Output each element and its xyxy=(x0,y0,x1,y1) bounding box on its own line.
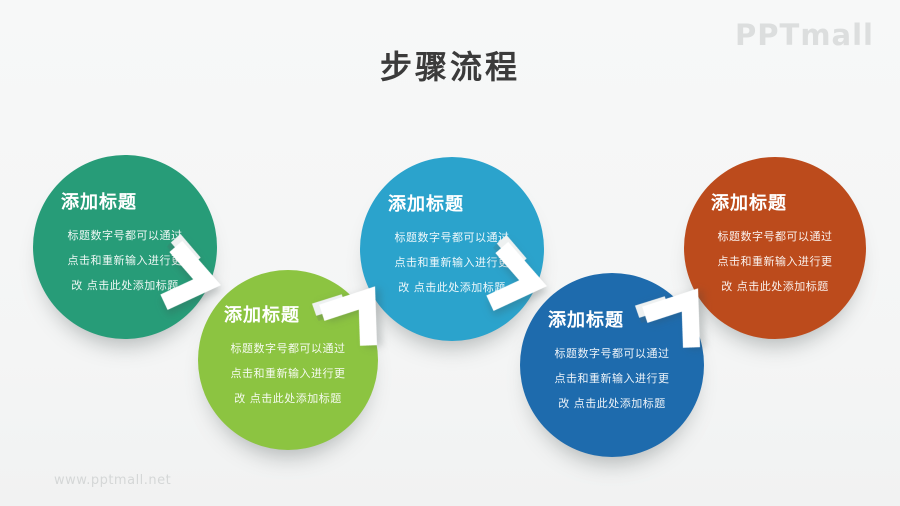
step-title: 添加标题 xyxy=(224,305,300,326)
step-title: 添加标题 xyxy=(388,194,464,215)
step-body-line: 点击和重新输入进行更 xyxy=(554,372,670,385)
step-body-line: 标题数字号都可以通过 xyxy=(230,342,346,355)
step-body-line: 改 点击此处添加标题 xyxy=(721,280,829,293)
step-body: 标题数字号都可以通过 点击和重新输入进行更 改 点击此处添加标题 xyxy=(224,336,352,411)
folded-chevron-arrow-icon xyxy=(311,286,378,346)
step-body-line: 点击和重新输入进行更 xyxy=(394,256,510,269)
step-body-line: 点击和重新输入进行更 xyxy=(67,254,183,267)
step-circle-4: 添加标题 标题数字号都可以通过 点击和重新输入进行更 改 点击此处添加标题 xyxy=(520,273,704,457)
step-body: 标题数字号都可以通过 点击和重新输入进行更 改 点击此处添加标题 xyxy=(388,225,516,300)
folded-chevron-arrow-icon xyxy=(486,234,548,311)
step-text-block: 添加标题 标题数字号都可以通过 点击和重新输入进行更 改 点击此处添加标题 xyxy=(548,306,676,416)
folded-chevron-arrow-icon xyxy=(634,288,701,348)
step-body-line: 标题数字号都可以通过 xyxy=(554,347,670,360)
step-body-line: 改 点击此处添加标题 xyxy=(71,279,179,292)
step-body: 标题数字号都可以通过 点击和重新输入进行更 改 点击此处添加标题 xyxy=(61,223,189,298)
folded-chevron-arrow-icon xyxy=(160,233,222,310)
step-body: 标题数字号都可以通过 点击和重新输入进行更 改 点击此处添加标题 xyxy=(548,341,676,416)
step-body-line: 改 点击此处添加标题 xyxy=(398,281,506,294)
step-text-block: 添加标题 标题数字号都可以通过 点击和重新输入进行更 改 点击此处添加标题 xyxy=(224,301,352,411)
step-title: 添加标题 xyxy=(548,310,624,331)
step-body-line: 点击和重新输入进行更 xyxy=(230,367,346,380)
step-body-line: 标题数字号都可以通过 xyxy=(67,229,183,242)
step-title: 添加标题 xyxy=(711,193,787,214)
step-text-block: 添加标题 标题数字号都可以通过 点击和重新输入进行更 改 点击此处添加标题 xyxy=(61,188,189,298)
step-body-line: 改 点击此处添加标题 xyxy=(234,392,342,405)
step-text-block: 添加标题 标题数字号都可以通过 点击和重新输入进行更 改 点击此处添加标题 xyxy=(711,189,839,299)
step-body-line: 标题数字号都可以通过 xyxy=(717,230,833,243)
step-body: 标题数字号都可以通过 点击和重新输入进行更 改 点击此处添加标题 xyxy=(711,224,839,299)
step-body-line: 点击和重新输入进行更 xyxy=(717,255,833,268)
step-circle-5: 添加标题 标题数字号都可以通过 点击和重新输入进行更 改 点击此处添加标题 xyxy=(684,157,866,339)
step-title: 添加标题 xyxy=(61,192,137,213)
page-title: 步骤流程 xyxy=(379,48,520,86)
step-text-block: 添加标题 标题数字号都可以通过 点击和重新输入进行更 改 点击此处添加标题 xyxy=(388,190,516,300)
watermark-url: www.pptmall.net xyxy=(54,473,172,488)
step-body-line: 改 点击此处添加标题 xyxy=(558,397,666,410)
pptmall-logo: PPTmall xyxy=(735,18,874,52)
step-body-line: 标题数字号都可以通过 xyxy=(394,231,510,244)
